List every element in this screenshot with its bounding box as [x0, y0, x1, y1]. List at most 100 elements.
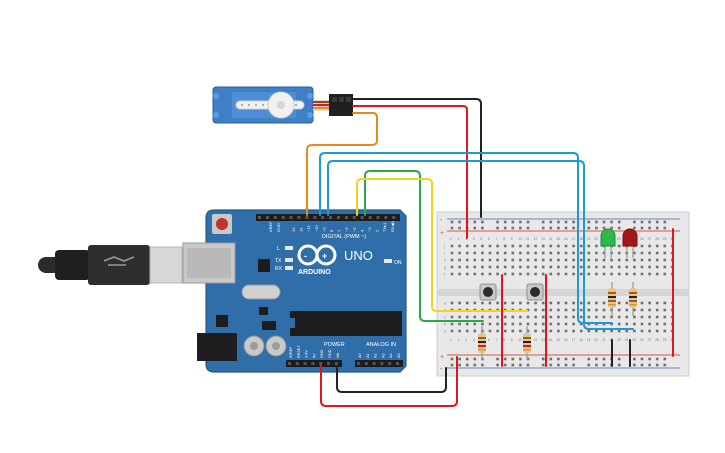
breadboard-hole[interactable] — [511, 357, 515, 361]
breadboard-hole[interactable] — [458, 363, 461, 367]
breadboard-hole[interactable] — [465, 258, 469, 262]
breadboard-hole[interactable] — [617, 272, 621, 276]
breadboard-hole[interactable] — [503, 265, 507, 269]
breadboard-hole[interactable] — [640, 258, 644, 262]
breadboard-hole[interactable] — [648, 301, 651, 305]
breadboard-hole[interactable] — [458, 322, 461, 326]
pushbutton-1[interactable] — [479, 283, 497, 301]
breadboard-hole[interactable] — [450, 220, 454, 224]
breadboard-hole[interactable] — [587, 265, 591, 269]
resistor-4[interactable] — [629, 282, 637, 316]
usb-cable[interactable] — [38, 245, 183, 285]
servo-motor[interactable] — [212, 86, 353, 124]
breadboard-hole[interactable] — [602, 308, 606, 312]
breadboard-hole[interactable] — [458, 220, 461, 224]
breadboard-hole[interactable] — [640, 244, 644, 248]
breadboard-hole[interactable] — [473, 329, 477, 333]
breadboard-hole[interactable] — [488, 265, 492, 269]
breadboard-hole[interactable] — [557, 363, 560, 367]
breadboard-hole[interactable] — [610, 258, 613, 262]
breadboard-hole[interactable] — [526, 244, 530, 248]
breadboard-hole[interactable] — [458, 272, 461, 276]
reset-button[interactable] — [216, 218, 228, 230]
breadboard-hole[interactable] — [557, 322, 560, 326]
breadboard-hole[interactable] — [663, 251, 667, 255]
resistor-1[interactable] — [478, 326, 486, 360]
header-pin[interactable] — [384, 216, 388, 219]
breadboard-hole[interactable] — [617, 315, 621, 319]
breadboard-hole[interactable] — [625, 265, 629, 269]
breadboard-hole[interactable] — [503, 258, 507, 262]
header-pin[interactable] — [388, 362, 392, 365]
breadboard-hole[interactable] — [481, 258, 484, 262]
breadboard-hole[interactable] — [503, 315, 507, 319]
breadboard-hole[interactable] — [663, 220, 667, 224]
breadboard-hole[interactable] — [526, 301, 530, 305]
breadboard-hole[interactable] — [663, 363, 667, 367]
breadboard-hole[interactable] — [640, 226, 644, 230]
header-pin[interactable] — [344, 216, 348, 219]
breadboard-hole[interactable] — [496, 226, 499, 230]
breadboard-hole[interactable] — [458, 301, 461, 305]
breadboard-hole[interactable] — [663, 226, 667, 230]
breadboard-hole[interactable] — [511, 265, 515, 269]
breadboard-hole[interactable] — [465, 329, 469, 333]
breadboard-hole[interactable] — [564, 357, 568, 361]
breadboard-hole[interactable] — [526, 226, 530, 230]
breadboard-hole[interactable] — [465, 315, 469, 319]
breadboard-hole[interactable] — [549, 322, 553, 326]
breadboard-hole[interactable] — [640, 363, 644, 367]
breadboard-hole[interactable] — [503, 329, 507, 333]
breadboard-hole[interactable] — [655, 251, 659, 255]
breadboard-hole[interactable] — [655, 272, 659, 276]
breadboard-hole[interactable] — [572, 272, 575, 276]
breadboard-hole[interactable] — [625, 315, 629, 319]
breadboard-hole[interactable] — [595, 251, 598, 255]
header-pin[interactable] — [288, 362, 291, 365]
breadboard-hole[interactable] — [640, 308, 644, 312]
breadboard-hole[interactable] — [602, 251, 606, 255]
breadboard-hole[interactable] — [579, 322, 583, 326]
breadboard-hole[interactable] — [564, 315, 568, 319]
breadboard-hole[interactable] — [663, 329, 667, 333]
breadboard-hole[interactable] — [549, 301, 553, 305]
breadboard-hole[interactable] — [458, 265, 461, 269]
breadboard-hole[interactable] — [557, 357, 560, 361]
breadboard-hole[interactable] — [663, 357, 667, 361]
breadboard-hole[interactable] — [572, 301, 575, 305]
breadboard-hole[interactable] — [496, 258, 499, 262]
breadboard-hole[interactable] — [519, 301, 522, 305]
breadboard-hole[interactable] — [655, 308, 659, 312]
breadboard-hole[interactable] — [549, 265, 553, 269]
wire-blue-2[interactable] — [327, 160, 634, 330]
breadboard-hole[interactable] — [481, 244, 484, 248]
breadboard-hole[interactable] — [602, 265, 606, 269]
breadboard-hole[interactable] — [534, 329, 537, 333]
breadboard-hole[interactable] — [557, 315, 560, 319]
header-pin[interactable] — [297, 216, 301, 219]
breadboard-hole[interactable] — [465, 272, 469, 276]
breadboard-hole[interactable] — [458, 329, 461, 333]
breadboard-hole[interactable] — [511, 315, 515, 319]
header-pin[interactable] — [360, 216, 364, 219]
breadboard-hole[interactable] — [511, 226, 515, 230]
breadboard-hole[interactable] — [640, 357, 644, 361]
breadboard-hole[interactable] — [572, 315, 575, 319]
breadboard-hole[interactable] — [511, 258, 515, 262]
wire-bottom-black[interactable] — [336, 364, 447, 393]
breadboard-hole[interactable] — [526, 357, 530, 361]
breadboard-hole[interactable] — [526, 322, 530, 326]
breadboard-hole[interactable] — [488, 315, 492, 319]
breadboard-hole[interactable] — [473, 272, 477, 276]
breadboard-hole[interactable] — [602, 226, 606, 230]
breadboard-hole[interactable] — [587, 308, 591, 312]
breadboard-hole[interactable] — [496, 272, 499, 276]
header-pin[interactable] — [305, 216, 309, 219]
breadboard-hole[interactable] — [617, 258, 621, 262]
breadboard-hole[interactable] — [579, 251, 583, 255]
breadboard-hole[interactable] — [587, 258, 591, 262]
wire-servo-red[interactable] — [352, 105, 468, 239]
breadboard-hole[interactable] — [655, 244, 659, 248]
breadboard-hole[interactable] — [625, 322, 629, 326]
breadboard-hole[interactable] — [655, 265, 659, 269]
